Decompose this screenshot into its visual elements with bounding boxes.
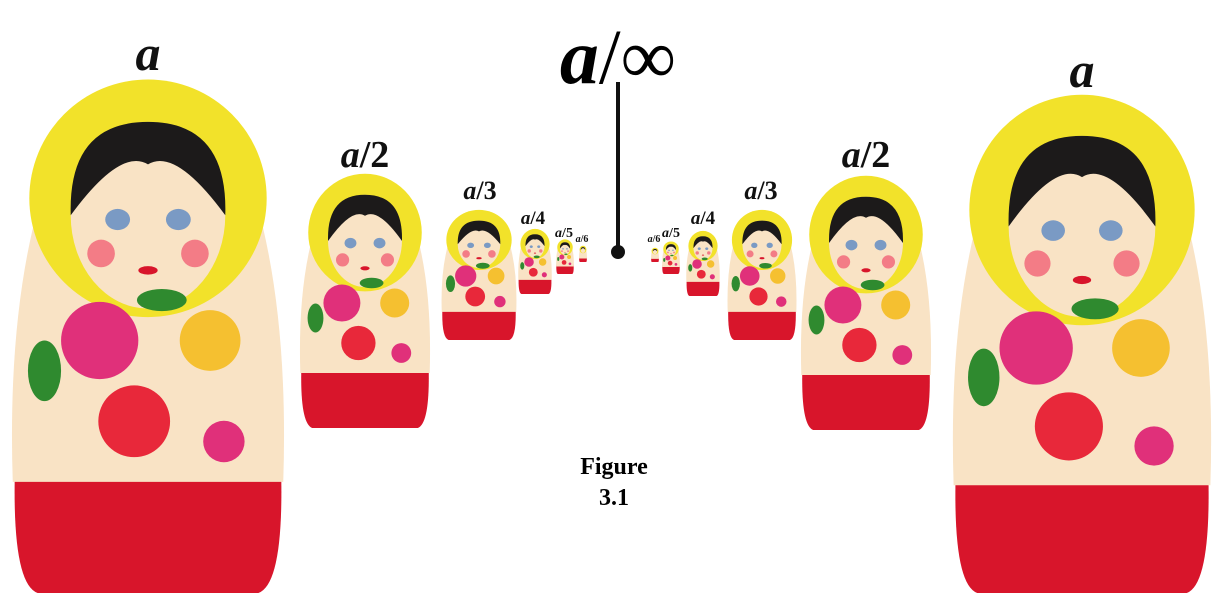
doll-right-5 bbox=[662, 241, 680, 274]
doll-left-5 bbox=[556, 239, 574, 274]
doll-right-2 bbox=[800, 175, 932, 430]
label-right-3: a/3 bbox=[744, 176, 778, 205]
limit-label: a/∞ bbox=[559, 13, 677, 100]
caption-line-1: Figure bbox=[580, 454, 648, 480]
doll-left-2 bbox=[299, 173, 431, 428]
label-right-4: a/4 bbox=[690, 208, 716, 229]
doll-left-4 bbox=[518, 228, 552, 294]
label-right-2: a/2 bbox=[841, 134, 891, 176]
label-right-6: a/6 bbox=[647, 234, 661, 245]
label-left-6: a/6 bbox=[575, 234, 589, 245]
doll-left-6 bbox=[579, 245, 587, 262]
label-left-5: a/5 bbox=[555, 226, 573, 241]
doll-left-1 bbox=[11, 79, 285, 593]
caption-line-2: 3.1 bbox=[598, 485, 629, 511]
doll-right-6 bbox=[651, 247, 659, 262]
label-right-5: a/5 bbox=[662, 226, 680, 241]
label-left-1: a bbox=[135, 25, 161, 81]
doll-right-4 bbox=[686, 230, 720, 296]
label-left-2: a/2 bbox=[340, 134, 390, 176]
label-right-1: a bbox=[1069, 42, 1095, 98]
doll-right-1 bbox=[952, 94, 1212, 593]
doll-right-3 bbox=[727, 209, 797, 340]
limit-point bbox=[611, 245, 625, 259]
figure-caption: Figure 3.1 bbox=[580, 452, 648, 514]
label-left-4: a/4 bbox=[520, 208, 546, 229]
label-left-3: a/3 bbox=[463, 176, 497, 205]
doll-left-3 bbox=[441, 209, 517, 340]
